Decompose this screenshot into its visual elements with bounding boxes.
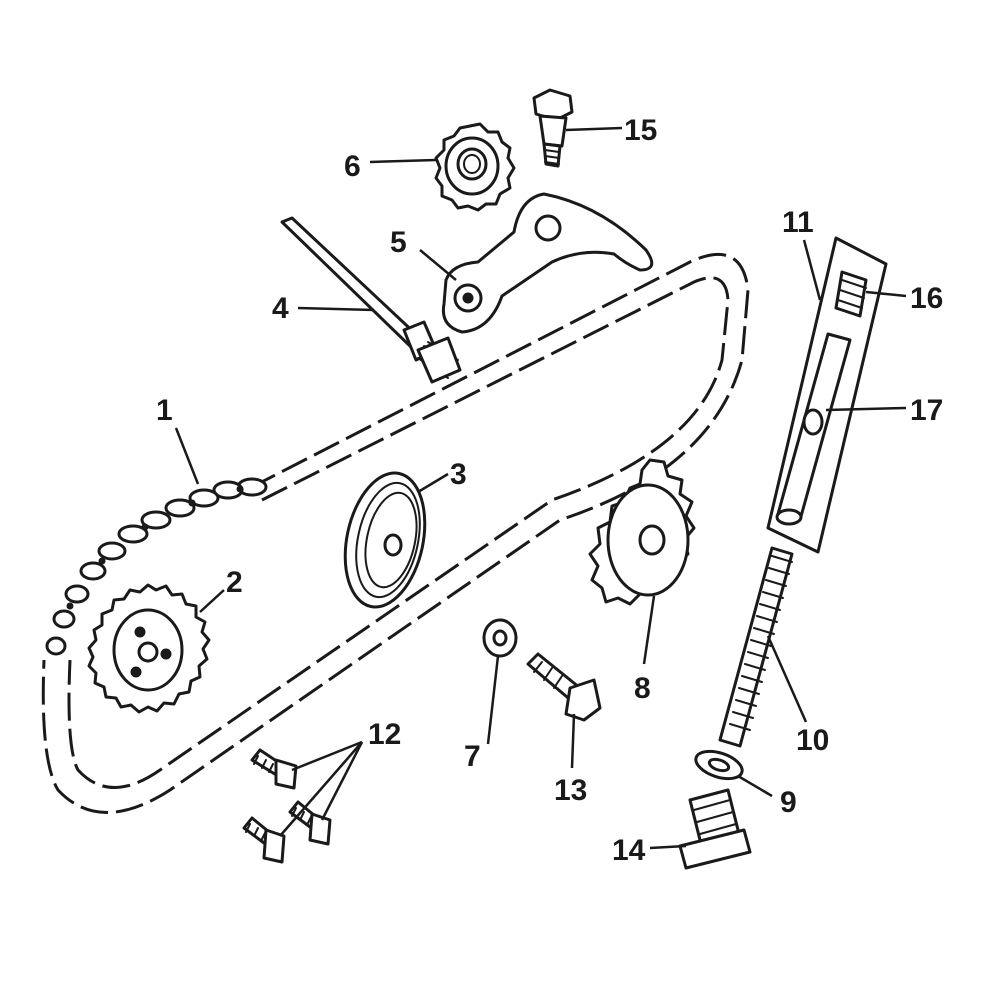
callout-17: 17	[910, 394, 943, 427]
leader-17	[825, 406, 907, 412]
washer-part	[482, 618, 518, 658]
callout-11: 11	[782, 206, 814, 239]
leader-lines	[174, 126, 907, 850]
callout-3: 3	[450, 458, 467, 491]
callout-8: 8	[634, 672, 651, 705]
callout-5: 5	[390, 226, 407, 259]
callout-13: 13	[554, 774, 587, 807]
callout-14: 14	[612, 834, 646, 867]
leader-6	[369, 158, 437, 164]
callout-1: 1	[156, 394, 173, 427]
leader-4	[297, 306, 375, 312]
bolt-b	[288, 800, 332, 846]
callout-16: 16	[910, 282, 943, 315]
drive-sprocket-part	[87, 583, 211, 714]
push-rod-part	[775, 332, 852, 526]
leader-15	[565, 126, 623, 132]
leader-12a	[291, 740, 363, 772]
plug-bolt-part	[678, 788, 752, 870]
leader-11	[802, 239, 822, 301]
callout-numbers: 1 2 3 4 5 6 7 8 9 10 11 12 13 14 15 16 1…	[156, 114, 943, 867]
cap-spring-part	[834, 270, 868, 318]
chain-part	[41, 252, 750, 814]
spring-part	[718, 546, 794, 748]
tensioner-pivot-shaft-part	[280, 216, 462, 384]
leader-16	[865, 290, 907, 298]
bolt-a	[250, 748, 298, 790]
leader-8	[642, 595, 656, 665]
leader-10	[766, 635, 808, 723]
leader-14	[649, 844, 687, 850]
callout-4: 4	[272, 292, 289, 325]
callout-15: 15	[624, 114, 657, 147]
bolt-c	[242, 816, 286, 864]
leader-12c	[279, 741, 363, 837]
callout-7: 7	[464, 740, 481, 773]
driven-sprocket-part	[588, 458, 696, 606]
chain-links	[45, 477, 268, 656]
sprocket-bolt-part	[526, 652, 602, 722]
leader-13	[570, 713, 576, 769]
tensioner-roller-part	[434, 122, 516, 212]
leader-9	[737, 774, 773, 798]
leader-3	[417, 472, 449, 494]
callout-6: 6	[344, 150, 361, 183]
callout-12: 12	[368, 718, 401, 751]
leader-7	[486, 655, 500, 745]
guide-roller-part	[343, 471, 427, 609]
bolts-part	[242, 748, 332, 864]
leader-5	[419, 249, 457, 281]
gasket-part	[694, 749, 744, 781]
leader-2	[199, 589, 225, 613]
leader-12b	[320, 741, 364, 821]
leader-1	[174, 427, 200, 485]
arm-bolt-part	[532, 88, 574, 168]
callout-9: 9	[780, 786, 797, 819]
tensioner-arm-part	[441, 192, 654, 334]
callout-10: 10	[796, 724, 829, 757]
callout-2: 2	[226, 566, 243, 599]
